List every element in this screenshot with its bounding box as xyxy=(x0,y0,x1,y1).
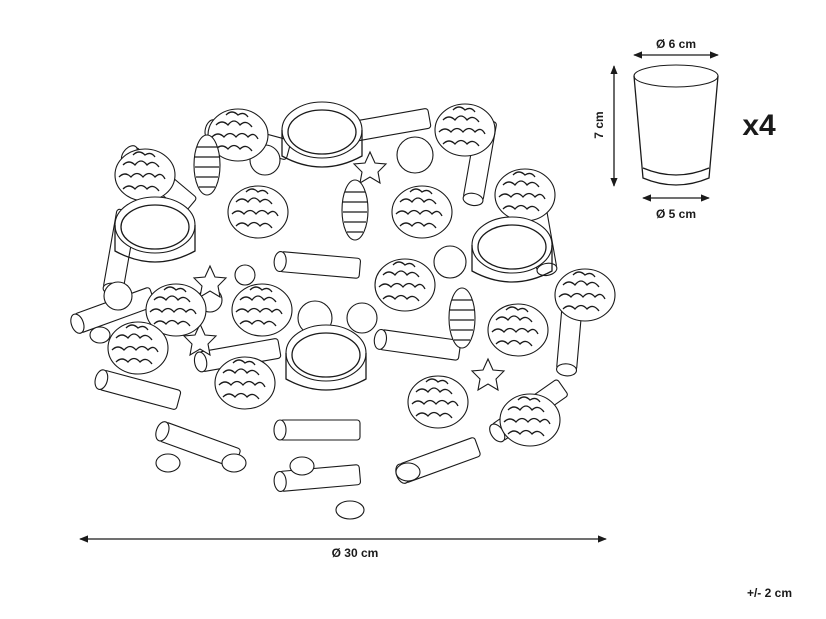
candle-holder-drawing xyxy=(633,64,719,186)
holder-bottom-diameter-label: Ø 5 cm xyxy=(656,207,696,221)
holder-top-diameter-label: Ø 6 cm xyxy=(656,37,696,51)
wreath-diameter-label: Ø 30 cm xyxy=(332,546,379,560)
holder-quantity-label: x4 xyxy=(742,109,776,142)
tolerance-label: +/- 2 cm xyxy=(747,586,792,600)
holder-height-label: 7 cm xyxy=(592,111,606,138)
advent-wreath-drawing xyxy=(67,101,616,520)
